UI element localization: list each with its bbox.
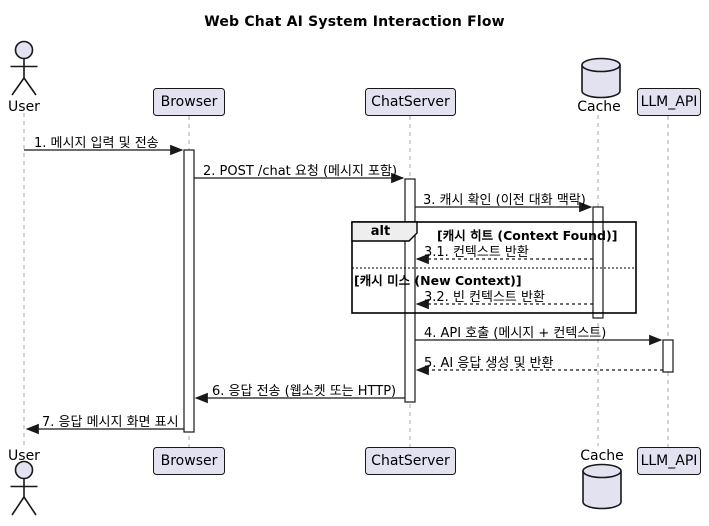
activation-cache <box>592 206 604 319</box>
participant-browser-top: Browser <box>153 88 225 116</box>
message-label-5: 5. AI 응답 생성 및 반환 <box>424 356 554 371</box>
message-label-2: 2. POST /chat 요청 (메시지 포함) <box>203 164 398 179</box>
message-label-7: 7. 응답 메시지 화면 표시 <box>42 415 179 430</box>
activation-llm-api <box>662 339 674 373</box>
activation-bars <box>183 149 674 433</box>
participant-browser-label: Browser <box>160 94 218 110</box>
message-label-3: 3. 캐시 확인 (이전 대화 맥락) <box>423 193 586 208</box>
message-label-3-2: 3.2. 빈 컨텍스트 반환 <box>424 290 545 305</box>
cache-database-icon <box>581 57 621 99</box>
diagram-title: Web Chat AI System Interaction Flow <box>204 14 505 30</box>
message-label-3-1: 3.1. 컨텍스트 반환 <box>424 245 529 260</box>
message-label-4: 4. API 호출 (메시지 + 컨텍스트) <box>424 326 607 341</box>
participant-cache-top: Cache <box>577 99 621 115</box>
alt-fragment-frame <box>351 221 637 314</box>
participant-user-bottom: User <box>8 448 40 464</box>
user-actor-icon-bottom <box>10 460 38 516</box>
message-label-1: 1. 메시지 입력 및 전송 <box>34 136 159 151</box>
participant-chatserver-bottom: ChatServer <box>365 447 456 475</box>
participant-cache-bottom: Cache <box>580 448 624 464</box>
message-arrows <box>24 144 663 435</box>
participant-llm-api-top: LLM_API <box>637 88 701 116</box>
participant-llm-api-bottom: LLM_API <box>637 447 701 475</box>
alt-operator-pentagon <box>351 221 418 242</box>
alt-guard-hit: [캐시 히트 (Context Found)] <box>437 228 618 243</box>
participant-llm-api-label: LLM_API <box>640 94 698 110</box>
participant-user-top: User <box>8 99 40 115</box>
cache-database-icon-bottom <box>582 463 622 510</box>
alt-operator-label: alt <box>370 224 391 239</box>
participant-chatserver-label-bottom: ChatServer <box>371 453 450 469</box>
activation-browser <box>183 149 195 433</box>
participant-browser-label-bottom: Browser <box>160 453 218 469</box>
participant-chatserver-top: ChatServer <box>365 88 456 116</box>
participant-browser-bottom: Browser <box>153 447 225 475</box>
participant-chatserver-label: ChatServer <box>371 94 450 110</box>
participant-llm-api-label-bottom: LLM_API <box>640 453 698 469</box>
alt-guard-miss: [캐시 미스 (New Context)] <box>354 273 522 288</box>
message-label-6: 6. 응답 전송 (웹소켓 또는 HTTP) <box>212 384 397 399</box>
user-actor-icon <box>10 40 38 96</box>
activation-chatserver <box>404 178 416 403</box>
